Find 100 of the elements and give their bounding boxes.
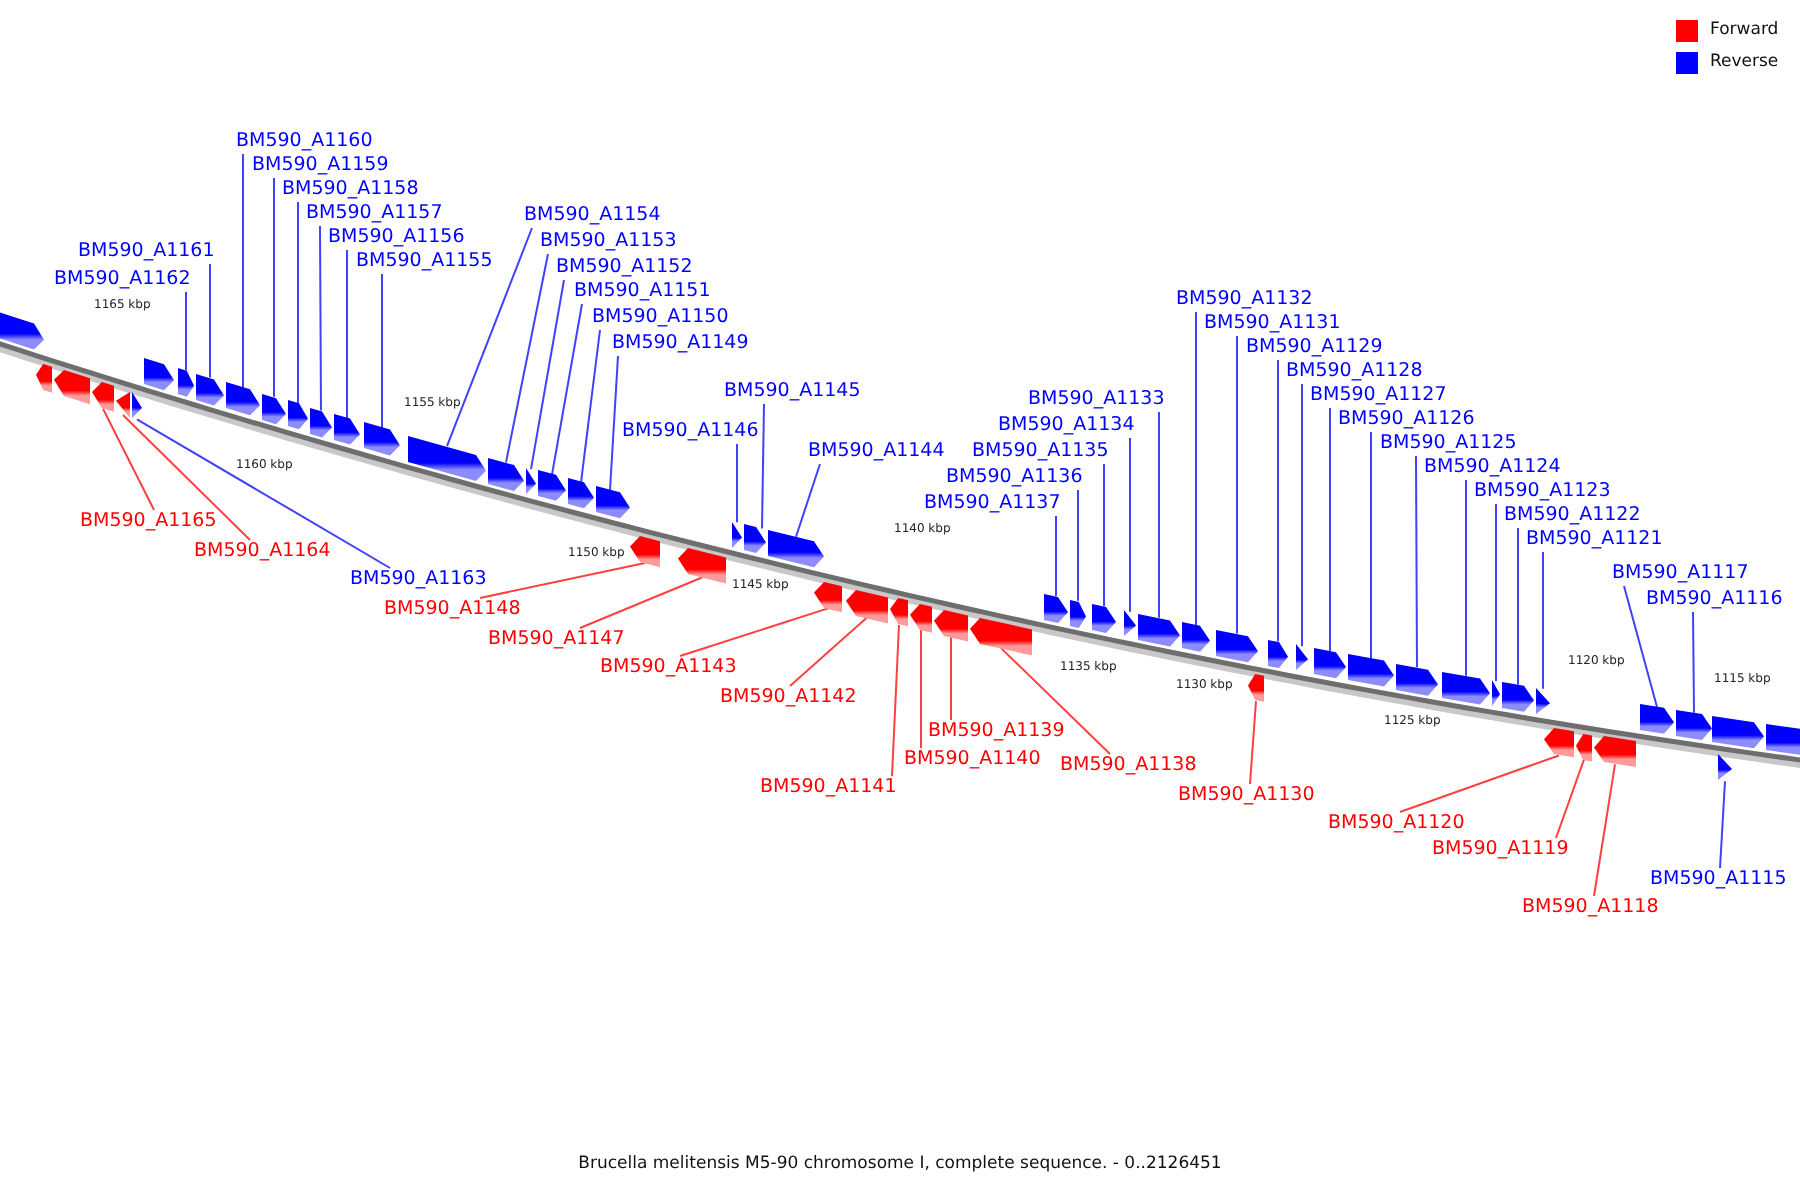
- gene-label: BM590_A1122: [1504, 504, 1641, 528]
- leader-line: [185, 291, 187, 372]
- gene-block: [1044, 593, 1068, 623]
- leader-line: [1129, 437, 1131, 613]
- leader-line: [1000, 647, 1111, 755]
- leader-line: [1195, 311, 1197, 627]
- gene-label: BM590_A1143: [600, 656, 737, 680]
- leader-line: [1055, 515, 1057, 598]
- gene-block: [310, 407, 332, 437]
- leader-line: [1399, 754, 1560, 813]
- gene-label: BM590_A1155: [356, 250, 493, 274]
- leader-line: [580, 329, 601, 484]
- gene-label: BM590_A1141: [760, 776, 897, 800]
- gene-label: BM590_A1152: [556, 256, 693, 280]
- gene-label: BM590_A1137: [924, 492, 1061, 516]
- gene-label: BM590_A1127: [1310, 384, 1447, 408]
- gene-label: BM590_A1120: [1328, 812, 1465, 836]
- gene-label: BM590_A1142: [720, 686, 857, 710]
- leader-line: [273, 177, 275, 398]
- gene-label: BM590_A1158: [282, 178, 419, 202]
- leader-line: [1236, 335, 1238, 635]
- leader-line: [530, 279, 565, 471]
- leader-line: [1158, 411, 1160, 619]
- leader-line: [761, 403, 765, 530]
- gene-block: [596, 486, 630, 519]
- gene-block: [196, 373, 224, 405]
- gene-block: [1216, 629, 1258, 662]
- gene-label: BM590_A1151: [574, 280, 711, 304]
- leader-line: [209, 263, 211, 379]
- gene-block: [0, 309, 44, 349]
- gene-label: BM590_A1135: [972, 440, 1109, 464]
- gene-label: BM590_A1160: [236, 130, 373, 154]
- leader-line: [1719, 780, 1726, 869]
- gene-label: BM590_A1121: [1526, 528, 1663, 552]
- gene-block: [1092, 603, 1116, 633]
- leader-line: [446, 227, 533, 448]
- gene-block: [1314, 648, 1346, 679]
- gene-label: BM590_A1157: [306, 202, 443, 226]
- gene-block: [92, 382, 114, 413]
- gene-block: [1712, 715, 1764, 748]
- gene-label: BM590_A1116: [1646, 588, 1783, 612]
- gene-block: [178, 367, 194, 397]
- caption: Brucella melitensis M5-90 chromosome I, complete sequence. - 0..2126451: [578, 1154, 1222, 1176]
- leader-line: [319, 225, 322, 412]
- gene-label: BM590_A1123: [1474, 480, 1611, 504]
- leader-line: [1623, 585, 1658, 708]
- gene-label: BM590_A1119: [1432, 838, 1569, 862]
- leader-line: [1415, 455, 1418, 669]
- gene-label: BM590_A1138: [1060, 754, 1197, 778]
- legend-label: Forward: [1710, 20, 1779, 42]
- gene-block: [334, 414, 360, 445]
- leader-line: [346, 249, 348, 419]
- leader-line: [679, 607, 829, 657]
- gene-block: [1640, 704, 1674, 735]
- gene-block: [36, 363, 52, 393]
- leader-line: [1555, 758, 1585, 839]
- gene-label: BM590_A1126: [1338, 408, 1475, 432]
- leader-line: [122, 413, 251, 541]
- leader-line: [1495, 503, 1497, 682]
- gene-label: BM590_A1139: [928, 720, 1065, 744]
- gene-block: [288, 400, 308, 430]
- leader-line: [609, 355, 619, 491]
- gene-block: [226, 382, 260, 416]
- leader-line: [1593, 763, 1616, 897]
- leader-line: [579, 576, 703, 629]
- leader-line: [795, 463, 821, 538]
- gene-block: [364, 422, 400, 457]
- gene-block: [1396, 663, 1438, 696]
- leader-line: [102, 407, 155, 511]
- gene-block: [1182, 622, 1210, 653]
- gene-block: [1248, 674, 1264, 703]
- leader-line: [789, 616, 868, 687]
- gene-label: BM590_A1164: [194, 540, 331, 564]
- gene-label: BM590_A1140: [904, 748, 1041, 772]
- gene-label: BM590_A1129: [1246, 336, 1383, 360]
- gene-block: [814, 581, 842, 612]
- leader-line: [1249, 700, 1257, 785]
- gene-block: [630, 535, 660, 567]
- leader-line: [136, 418, 391, 569]
- gene-label: BM590_A1162: [54, 268, 191, 292]
- gene-label: BM590_A1130: [1178, 784, 1315, 808]
- leader-line: [381, 273, 383, 429]
- gene-block: [1348, 654, 1394, 688]
- leader-line: [1370, 431, 1372, 660]
- gene-label: BM590_A1144: [808, 440, 945, 464]
- gene-label: BM590_A1133: [1028, 388, 1165, 412]
- gene-label: BM590_A1132: [1176, 288, 1313, 312]
- leader-line: [297, 201, 299, 405]
- gene-label: BM590_A1149: [612, 332, 749, 356]
- gene-block: [262, 393, 286, 424]
- gene-label: BM590_A1159: [252, 154, 389, 178]
- gene-label: BM590_A1165: [80, 510, 217, 534]
- gene-block: [934, 609, 968, 641]
- gene-label: BM590_A1115: [1650, 868, 1787, 892]
- leader-line: [1077, 489, 1079, 602]
- gene-label: BM590_A1117: [1612, 562, 1749, 586]
- leader-line: [1465, 479, 1467, 677]
- leader-line: [736, 443, 738, 524]
- leader-line: [891, 624, 900, 777]
- gene-label: BM590_A1124: [1424, 456, 1561, 480]
